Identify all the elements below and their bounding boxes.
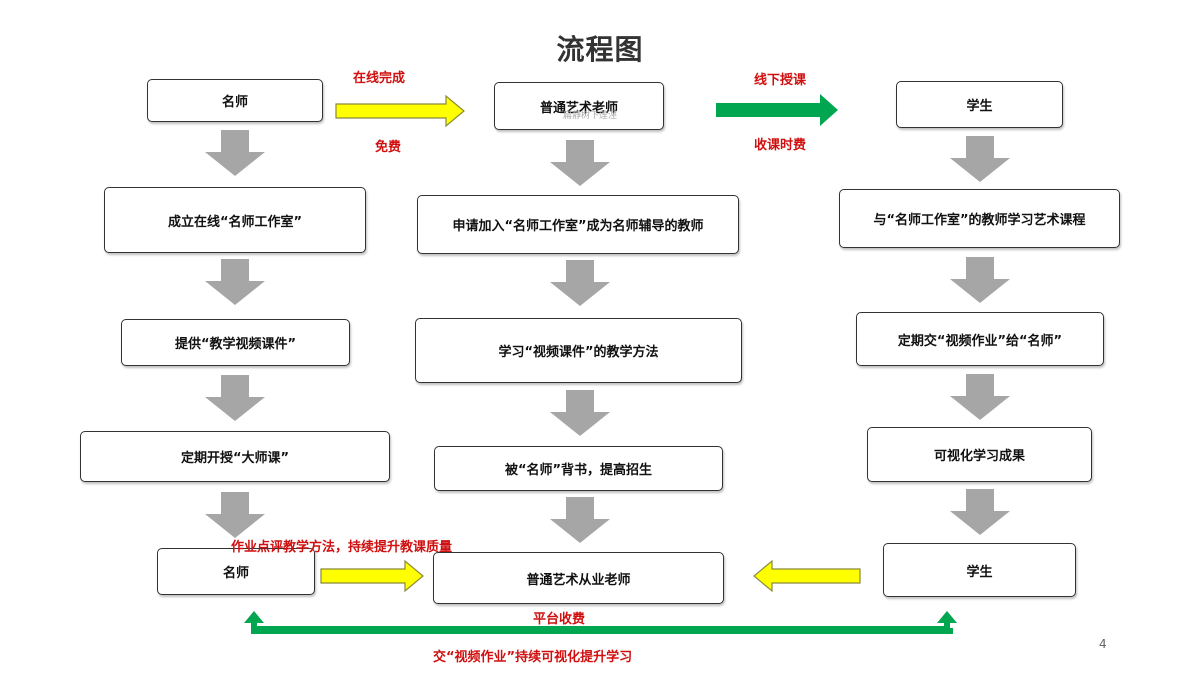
box-label: 名师 — [222, 566, 249, 581]
left-arrow-icon — [753, 559, 861, 593]
loop-arrow-icon — [244, 611, 957, 634]
down-arrow-icon — [205, 375, 265, 421]
middle-step-1: 申请加入“名师工作室”成为名师辅导的教师 — [417, 195, 739, 254]
down-arrow-icon — [550, 390, 610, 436]
down-arrow-icon — [205, 492, 265, 538]
down-arrow-icon — [205, 130, 265, 176]
box-label: 与“名师工作室”的教师学习艺术课程 — [873, 213, 1086, 228]
box-label: 成立在线“名师工作室” — [167, 214, 303, 230]
box-label: 定期交“视频作业”给“名师” — [897, 333, 1063, 349]
box-label: 申请加入“名师工作室”成为名师辅导的教师 — [452, 219, 704, 234]
down-arrow-icon — [950, 374, 1010, 420]
box-label: 名师 — [221, 95, 248, 110]
down-arrow-icon — [550, 497, 610, 543]
right-arrow-icon — [716, 94, 838, 126]
box-label: 普通艺术老师 — [539, 100, 618, 116]
teacher-box-bottom: 名师 — [157, 548, 315, 595]
box-label: 被“名师”背书，提高招生 — [504, 463, 653, 478]
box-label: 学生 — [966, 99, 993, 114]
middle-step-2: 学习“视频课件”的教学方法 — [415, 318, 742, 383]
right-step-3: 可视化学习成果 — [867, 427, 1092, 482]
box-label: 可视化学习成果 — [933, 449, 1025, 464]
down-arrow-icon — [205, 259, 265, 305]
down-arrow-icon — [550, 260, 610, 306]
student-box-top: 学生 — [896, 81, 1063, 128]
practitioner-box-bottom: 普通艺术从业老师 — [433, 552, 724, 604]
offline-label: 线下授课 — [754, 73, 807, 88]
teacher-box-top: 名师 — [147, 79, 323, 122]
art-teacher-box-top: 普通艺术老师 — [494, 82, 664, 130]
right-step-2: 定期交“视频作业”给“名师” — [856, 312, 1104, 366]
right-arrow-icon — [335, 94, 465, 128]
right-arrow-icon — [320, 559, 424, 593]
free-label: 免费 — [375, 140, 402, 155]
ghost-text: 扁静树下莲涅 — [563, 111, 618, 121]
platform-fee-label: 平台收费 — [533, 612, 586, 627]
down-arrow-icon — [950, 136, 1010, 182]
box-label: 提供“教学视频课件” — [174, 337, 297, 352]
box-label: 学习“视频课件”的教学方法 — [498, 345, 659, 360]
down-arrow-icon — [950, 257, 1010, 303]
down-arrow-icon — [550, 140, 610, 186]
loop-label: 交“视频作业”持续可视化提升学习 — [433, 650, 633, 665]
fee-label: 收课时费 — [754, 138, 807, 153]
box-label: 学生 — [966, 564, 993, 580]
feedback-label: 作业点评教学方法，持续提升教课质量 — [231, 540, 453, 555]
box-label: 定期开授“大师课” — [180, 451, 290, 466]
page-title: 流程图 — [556, 33, 644, 66]
left-step-2: 提供“教学视频课件” — [121, 319, 350, 366]
left-step-3: 定期开授“大师课” — [80, 431, 390, 482]
right-step-1: 与“名师工作室”的教师学习艺术课程 — [839, 189, 1120, 248]
left-step-1: 成立在线“名师工作室” — [104, 187, 366, 253]
online-label: 在线完成 — [353, 71, 406, 86]
down-arrow-icon — [950, 489, 1010, 535]
student-box-bottom: 学生 — [883, 543, 1076, 597]
page-number: 4 — [1099, 637, 1107, 651]
box-label: 普通艺术从业老师 — [526, 572, 631, 588]
middle-step-3: 被“名师”背书，提高招生 — [434, 446, 723, 491]
